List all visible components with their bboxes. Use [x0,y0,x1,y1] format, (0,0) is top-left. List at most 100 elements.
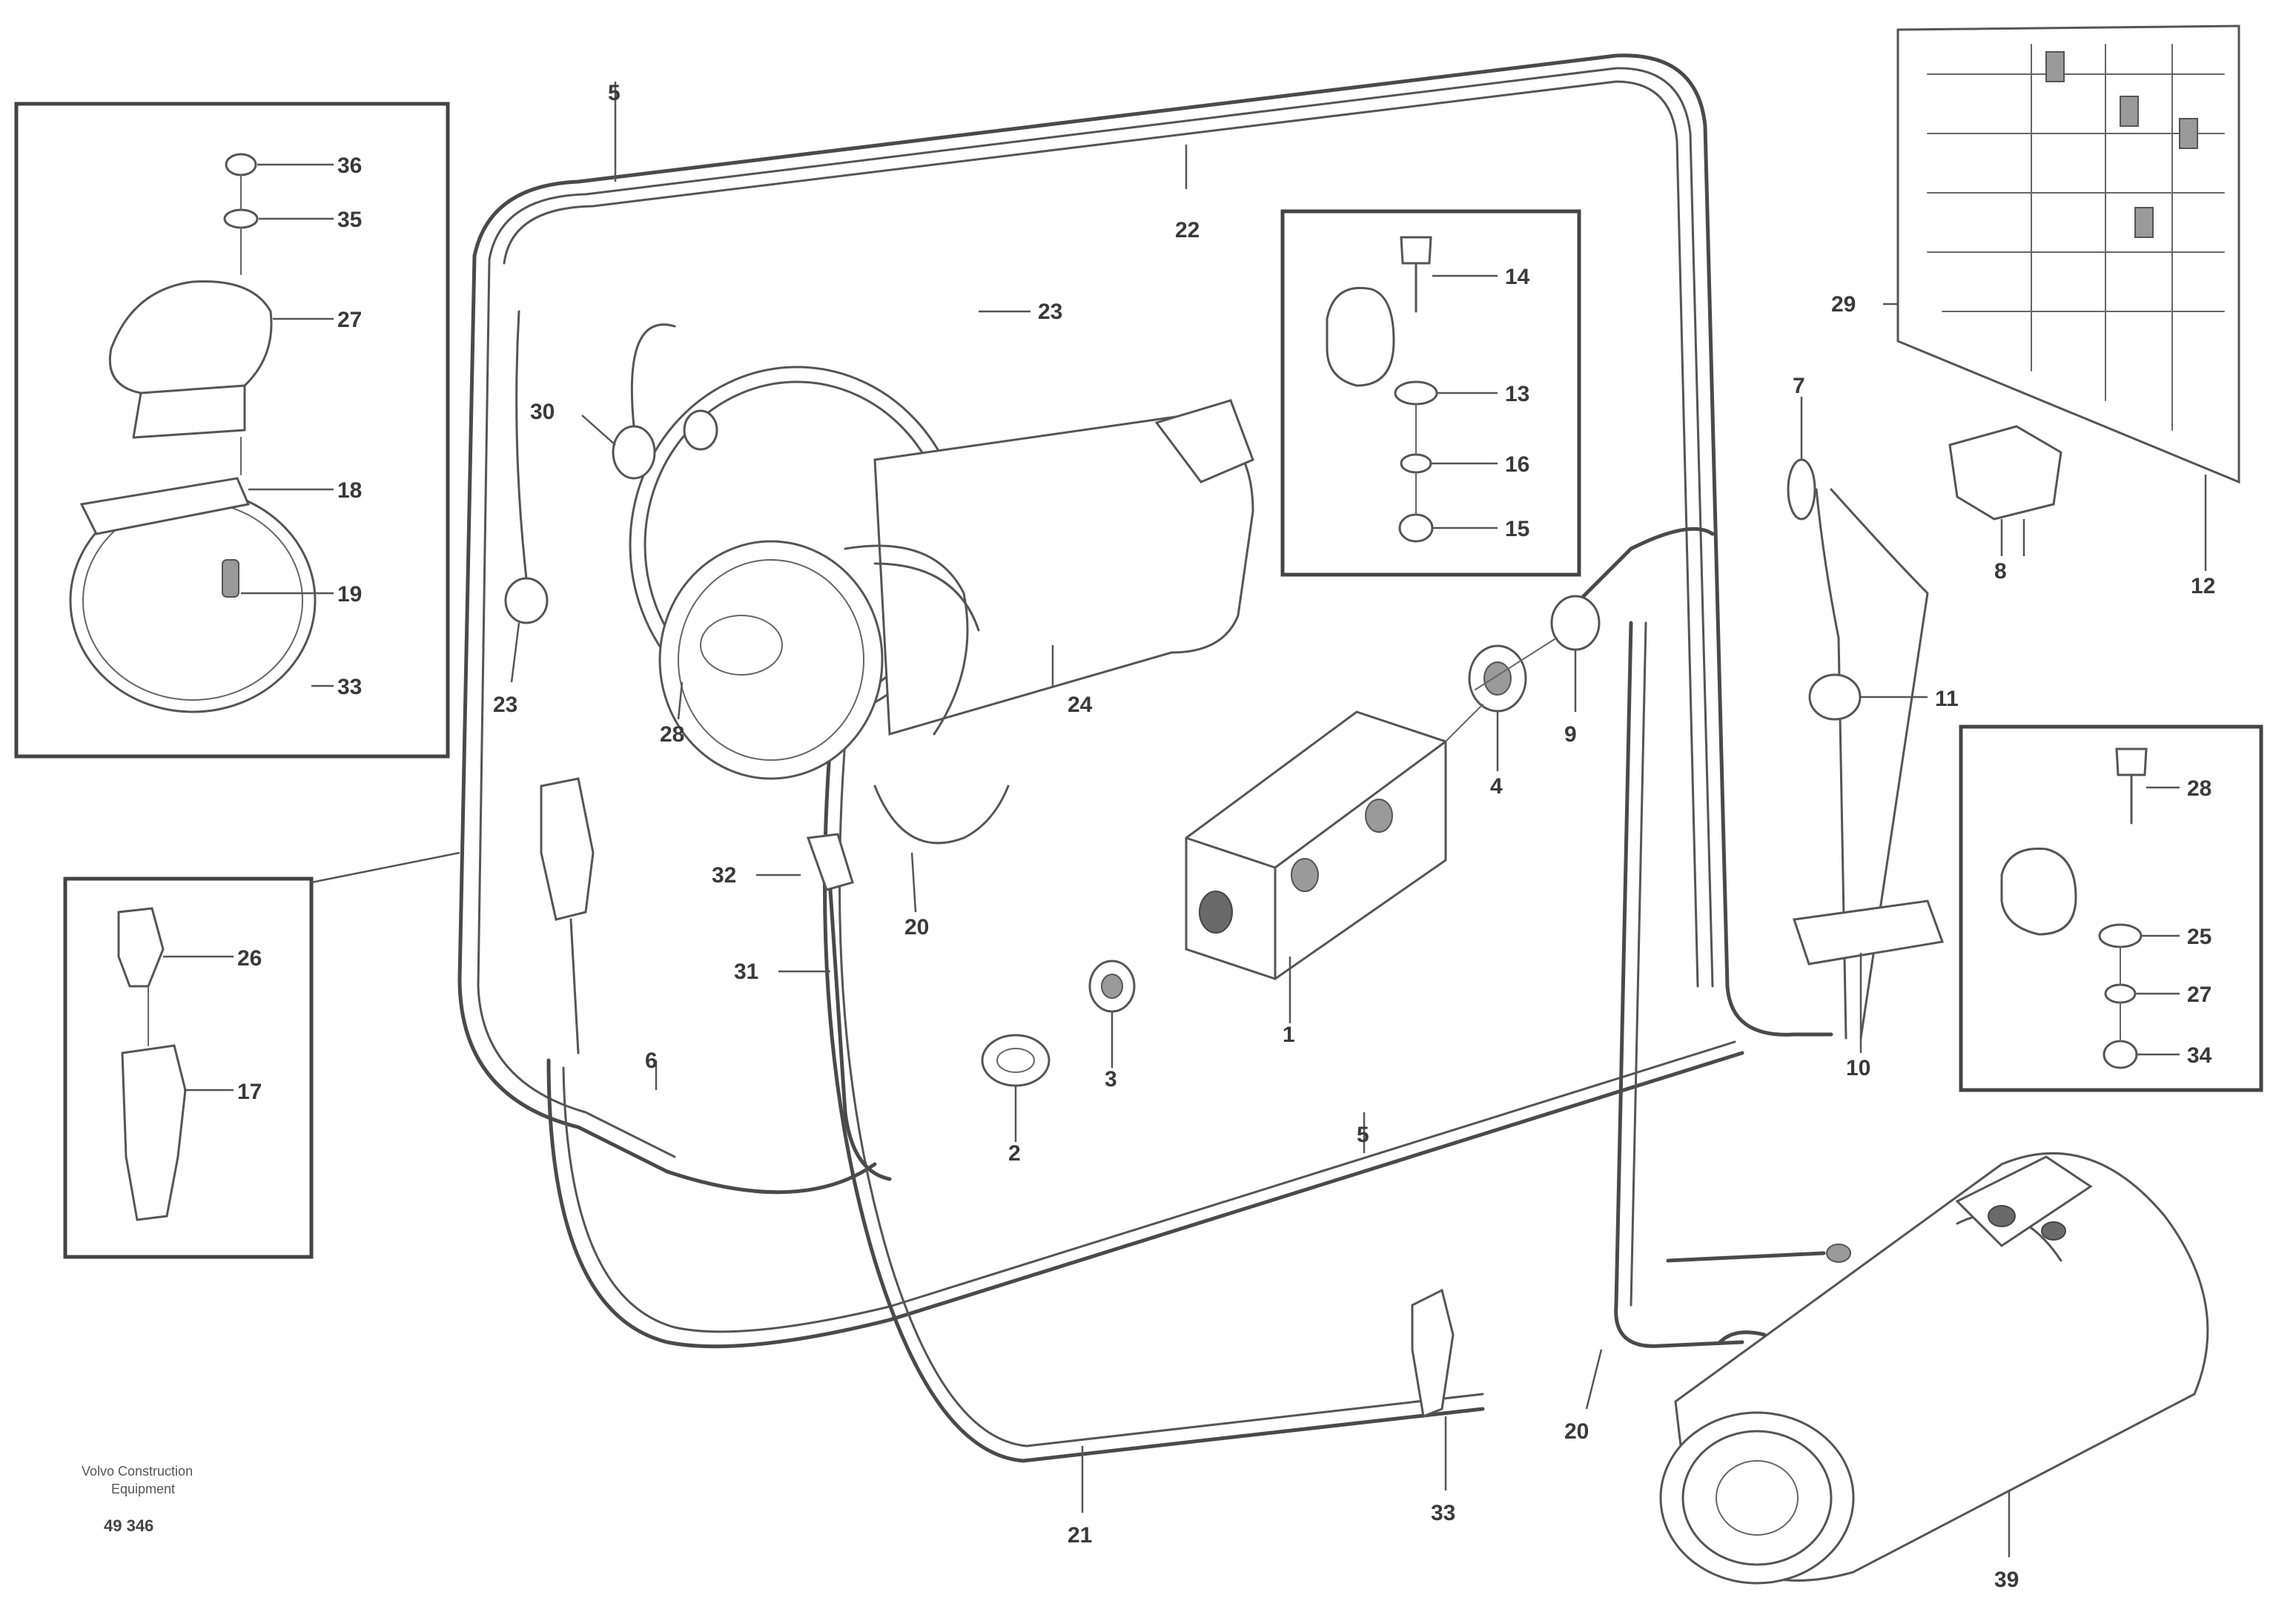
clip-eye-part [1394,380,1438,406]
fuse-part-7 [1787,458,1816,521]
bolt-head-part [1400,236,1432,265]
callout-12: 12 [2191,574,2215,598]
callout-5-bottom: 5 [1357,1123,1369,1147]
callout-19-left: 19 [337,582,362,607]
starter-motor [1659,1152,2209,1585]
detail-box-clip-right [1959,724,2263,1092]
callout-39: 39 [1994,1568,2019,1592]
bracket-part-10 [1793,899,1945,965]
valve-block [981,595,1601,1142]
callout-4: 4 [1490,774,1503,799]
callout-20-bottom: 20 [1564,1419,1589,1444]
callout-24: 24 [1068,693,1093,717]
cable-clip-part [1411,1288,1455,1419]
callout-10: 10 [1846,1056,1870,1080]
callout-16: 16 [1505,452,1529,477]
callout-5-top: 5 [608,81,621,105]
valve-body [1185,710,1447,980]
callout-22-top: 22 [1175,218,1200,242]
plug-part-32 [806,833,854,891]
grommet-bracket [1787,397,2025,1053]
starter-end-cap [1659,1411,1855,1585]
callout-27-left: 27 [337,308,362,332]
callout-23-left: 23 [493,693,517,717]
callout-labels: 22 5 23 36 35 27 18 19 33 30 23 28 24 32… [237,81,2215,1592]
callout-32: 32 [712,863,736,888]
caption-line-1: Volvo Construction [82,1464,193,1479]
p-clip-part-right [2000,847,2077,936]
connector-half-lower [121,1044,187,1221]
connector-housing-6 [1948,425,2062,521]
callout-34: 34 [2187,1043,2212,1068]
washer-part-center [1400,453,1432,474]
caption-code: 49 346 [104,1516,153,1535]
clip-eye-part-right [2098,923,2143,948]
washer-part-right [2104,983,2137,1004]
callout-9: 9 [1564,722,1577,747]
diagram-caption: Volvo Construction Equipment 49 346 [82,1464,193,1535]
nut-part [225,153,257,176]
bolt-head-part-right [2115,747,2148,776]
callout-33-left: 33 [337,675,362,699]
plug-part-5 [1550,595,1601,651]
washer-part [223,208,259,229]
callout-2: 2 [1008,1141,1021,1166]
callout-35: 35 [337,208,362,232]
callout-17-left: 17 [237,1080,262,1104]
work-lamp-assembly [504,310,1254,1181]
callout-33-bottom: 33 [1431,1501,1455,1525]
callout-29: 29 [1831,292,1856,317]
callout-1: 1 [1283,1023,1295,1047]
detail-box-hose-clamp [14,102,450,759]
callout-14: 14 [1505,265,1530,289]
detail-box-connector [63,851,460,1259]
clamp-screw-part [222,559,239,598]
detail-box-frame-center [1280,209,1581,577]
callout-27-right: 27 [2187,983,2211,1007]
callout-18-left: 18 [337,478,362,503]
grommet-part-11 [1808,673,1862,721]
connector-6 [1948,425,2062,556]
callout-21: 21 [1068,1523,1092,1548]
callout-11: 11 [1935,687,1959,711]
callout-15: 15 [1505,517,1529,541]
callout-7: 7 [1793,374,1805,398]
caption-line-2: Equipment [111,1482,175,1496]
bulb-part-23 [504,577,549,624]
bracket-part [108,280,273,394]
callout-36-top: 36 [337,153,362,178]
port-part [1199,891,1233,934]
callout-26-left: 26 [237,946,262,971]
fuse-panel-plate [1896,24,2240,484]
wiring-harness [457,53,1929,1463]
solenoid-part [1955,1155,2093,1247]
detail-box-frame-right [1959,724,2263,1092]
callout-28-right: 28 [2187,776,2211,801]
callout-3: 3 [1105,1067,1117,1092]
callout-leaders [510,82,1603,1513]
detail-box-frame-top-left [14,102,450,759]
clamp-band-part [79,477,251,535]
gasket-part-2 [981,1034,1051,1087]
lamp-mount [1154,399,1254,483]
connector-half-upper [117,907,165,988]
bulb-part-30 [612,425,656,480]
nut-part-right [2103,1040,2138,1069]
callout-23-right: 23 [1038,300,1062,324]
callout-25: 25 [2187,925,2211,949]
nut-part-center [1398,513,1434,543]
callout-28: 28 [660,722,684,747]
cable-clip-33 [1411,1288,1455,1490]
callout-13-box: 13 [1505,382,1529,406]
detail-box-frame-left [63,876,314,1259]
connector-body-left [540,777,595,921]
fuse-panel [1883,24,2240,571]
callout-30: 30 [530,400,555,424]
callout-31: 31 [734,960,758,984]
grommet-part [683,409,718,451]
callout-6: 6 [645,1049,658,1073]
lamp-lens [658,540,884,780]
callout-20-mid: 20 [904,915,929,940]
